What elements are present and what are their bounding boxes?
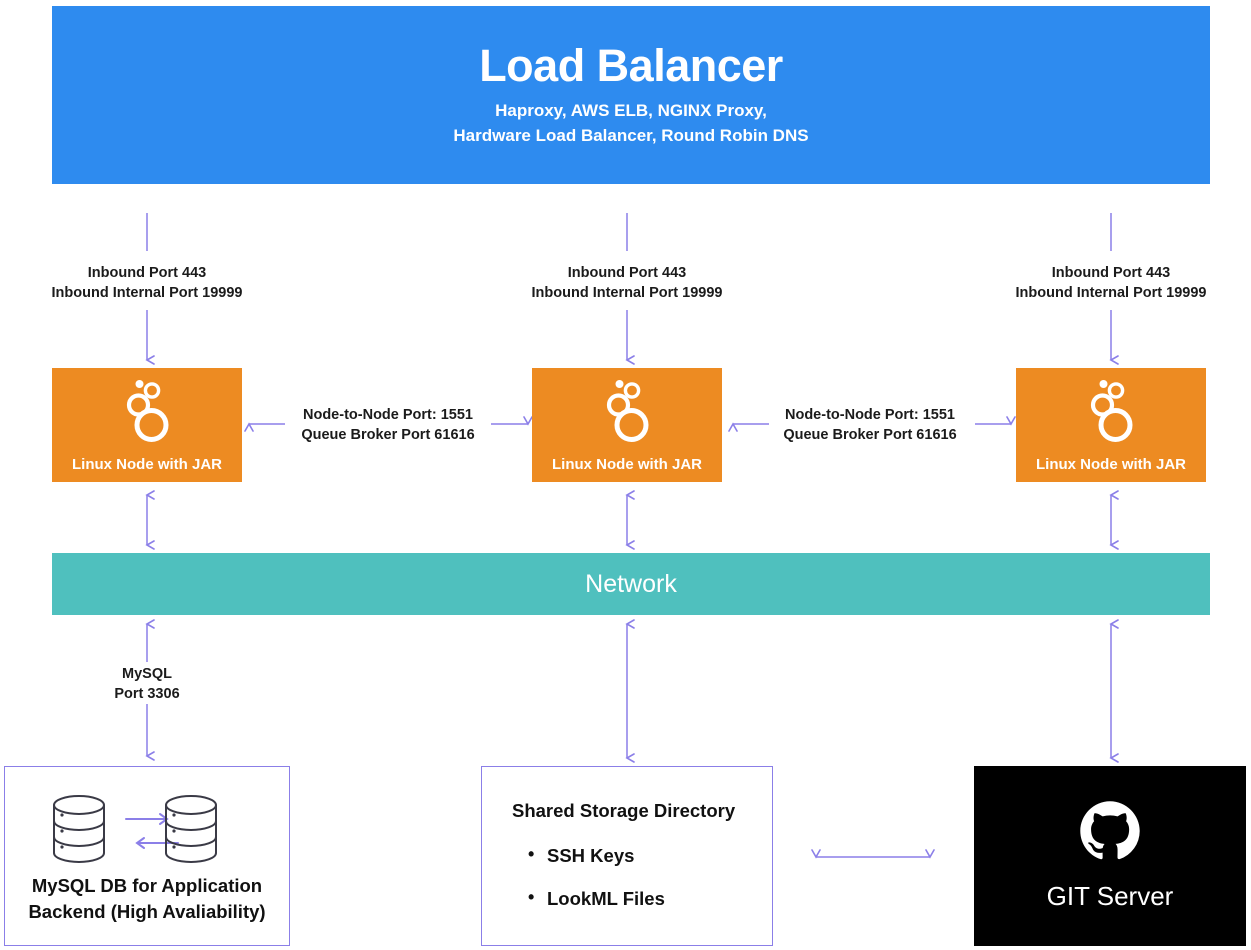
- database-cylinder-icon: [53, 795, 105, 863]
- node-to-node-label-2-line1: Node-to-Node Port: 1551: [785, 407, 955, 423]
- node-to-node-label-2: Node-to-Node Port: 1551 Queue Broker Por…: [772, 406, 968, 445]
- linux-node-3-label: Linux Node with JAR: [1036, 456, 1186, 473]
- looker-logo-icon: [1083, 375, 1139, 452]
- mysql-db-caption: MySQL DB for Application Backend (High A…: [5, 873, 289, 926]
- node-to-node-label-1-line2: Queue Broker Port 61616: [301, 426, 475, 443]
- shared-storage-box[interactable]: Shared Storage Directory SSH Keys LookML…: [481, 766, 773, 946]
- mysql-link-label-line2: Port 3306: [114, 685, 180, 702]
- linux-node-2-label: Linux Node with JAR: [552, 456, 702, 473]
- load-balancer-box: Load Balancer Haproxy, AWS ELB, NGINX Pr…: [52, 6, 1210, 184]
- inbound-label-2-line2: Inbound Internal Port 19999: [531, 284, 723, 301]
- mysql-db-box[interactable]: MySQL DB for Application Backend (High A…: [4, 766, 290, 946]
- node-to-node-label-2-line2: Queue Broker Port 61616: [783, 426, 957, 443]
- inbound-label-1: Inbound Port 443 Inbound Internal Port 1…: [47, 264, 247, 303]
- linux-node-1[interactable]: Linux Node with JAR: [52, 368, 242, 482]
- inbound-label-2: Inbound Port 443 Inbound Internal Port 1…: [527, 264, 727, 303]
- load-balancer-title: Load Balancer: [479, 39, 783, 91]
- linux-node-3[interactable]: Linux Node with JAR: [1016, 368, 1206, 482]
- git-server-box[interactable]: GIT Server: [974, 766, 1246, 946]
- mysql-db-icons: [53, 795, 217, 863]
- inbound-label-3: Inbound Port 443 Inbound Internal Port 1…: [1011, 264, 1211, 303]
- github-octocat-icon: [1079, 800, 1141, 867]
- node-to-node-label-1: Node-to-Node Port: 1551 Queue Broker Por…: [290, 406, 486, 445]
- load-balancer-subtitle: Haproxy, AWS ELB, NGINX Proxy, Hardware …: [453, 99, 808, 148]
- looker-logo-icon: [119, 375, 175, 452]
- mysql-link-label: MySQL Port 3306: [77, 665, 217, 704]
- inbound-label-3-line1: Inbound Port 443: [1051, 265, 1171, 281]
- linux-node-2[interactable]: Linux Node with JAR: [532, 368, 722, 482]
- mysql-db-caption-line1: MySQL DB for Application: [31, 875, 263, 896]
- inbound-label-3-line2: Inbound Internal Port 19999: [1015, 284, 1207, 301]
- list-item: LookML Files: [528, 887, 665, 910]
- inbound-label-1-line2: Inbound Internal Port 19999: [51, 284, 243, 301]
- load-balancer-subtitle-line2: Hardware Load Balancer, Round Robin DNS: [453, 125, 809, 145]
- load-balancer-subtitle-line1: Haproxy, AWS ELB, NGINX Proxy,: [495, 100, 767, 120]
- mysql-link-label-line1: MySQL: [122, 666, 172, 682]
- network-label: Network: [585, 569, 677, 598]
- network-bar: Network: [52, 553, 1210, 615]
- database-cylinder-icon: [165, 795, 217, 863]
- list-item: SSH Keys: [528, 844, 665, 867]
- inbound-label-2-line1: Inbound Port 443: [567, 265, 687, 281]
- inbound-label-1-line1: Inbound Port 443: [87, 265, 207, 281]
- git-server-label: GIT Server: [1046, 881, 1174, 911]
- node-to-node-label-1-line1: Node-to-Node Port: 1551: [303, 407, 473, 423]
- shared-storage-list: SSH Keys LookML Files: [528, 844, 665, 931]
- mysql-db-caption-line2: Backend (High Avaliability): [28, 901, 266, 923]
- linux-node-1-label: Linux Node with JAR: [72, 456, 222, 473]
- shared-storage-title: Shared Storage Directory: [512, 800, 736, 821]
- looker-logo-icon: [599, 375, 655, 452]
